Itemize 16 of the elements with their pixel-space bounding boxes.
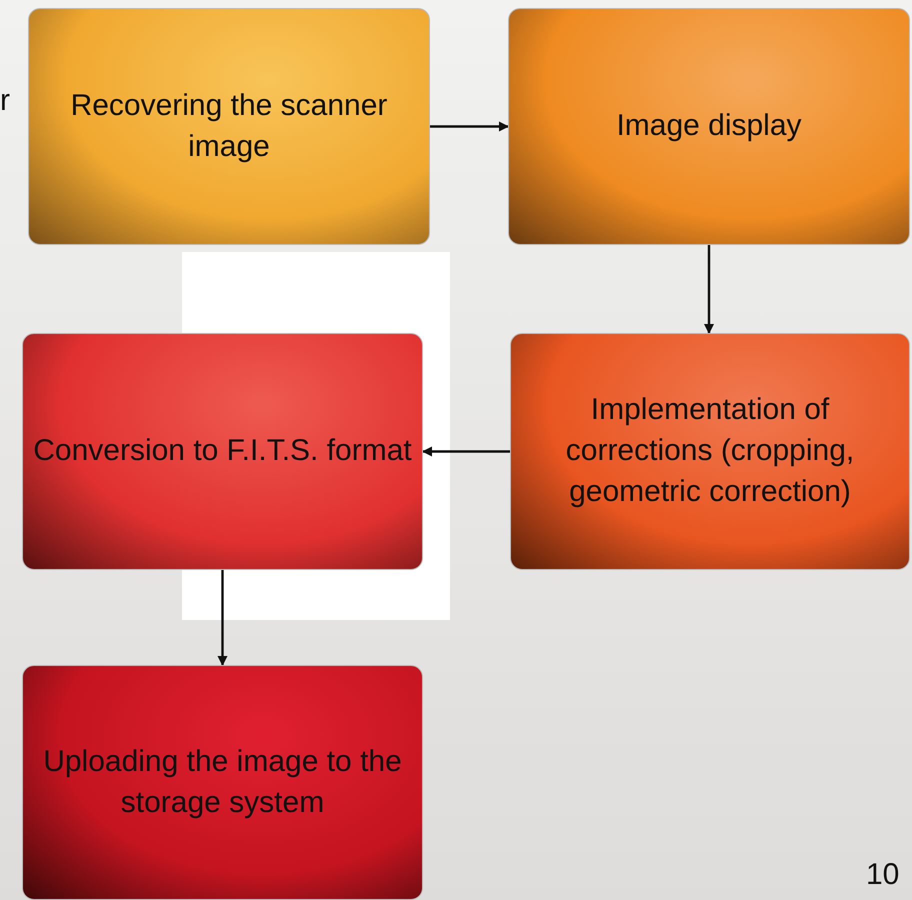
box-label: Conversion to F.I.T.S. format <box>33 433 412 470</box>
box-label: Uploading the image to the storage system <box>42 744 403 820</box>
process-box <box>510 333 910 570</box>
box-label: Implementation of corrections (cropping, geometric correction) <box>564 392 856 510</box>
page-number: 10 <box>866 858 900 892</box>
process-box <box>508 8 910 245</box>
box-label: Image display <box>616 108 802 144</box>
arrow <box>430 122 509 132</box>
process-box <box>28 8 430 245</box>
arrow <box>422 446 510 456</box>
arrow <box>218 570 228 666</box>
process-box <box>22 333 423 570</box>
text-fragment: r <box>0 84 10 118</box>
box-label: Recovering the scanner image <box>70 88 388 164</box>
process-box <box>22 665 423 900</box>
arrow <box>704 245 714 334</box>
